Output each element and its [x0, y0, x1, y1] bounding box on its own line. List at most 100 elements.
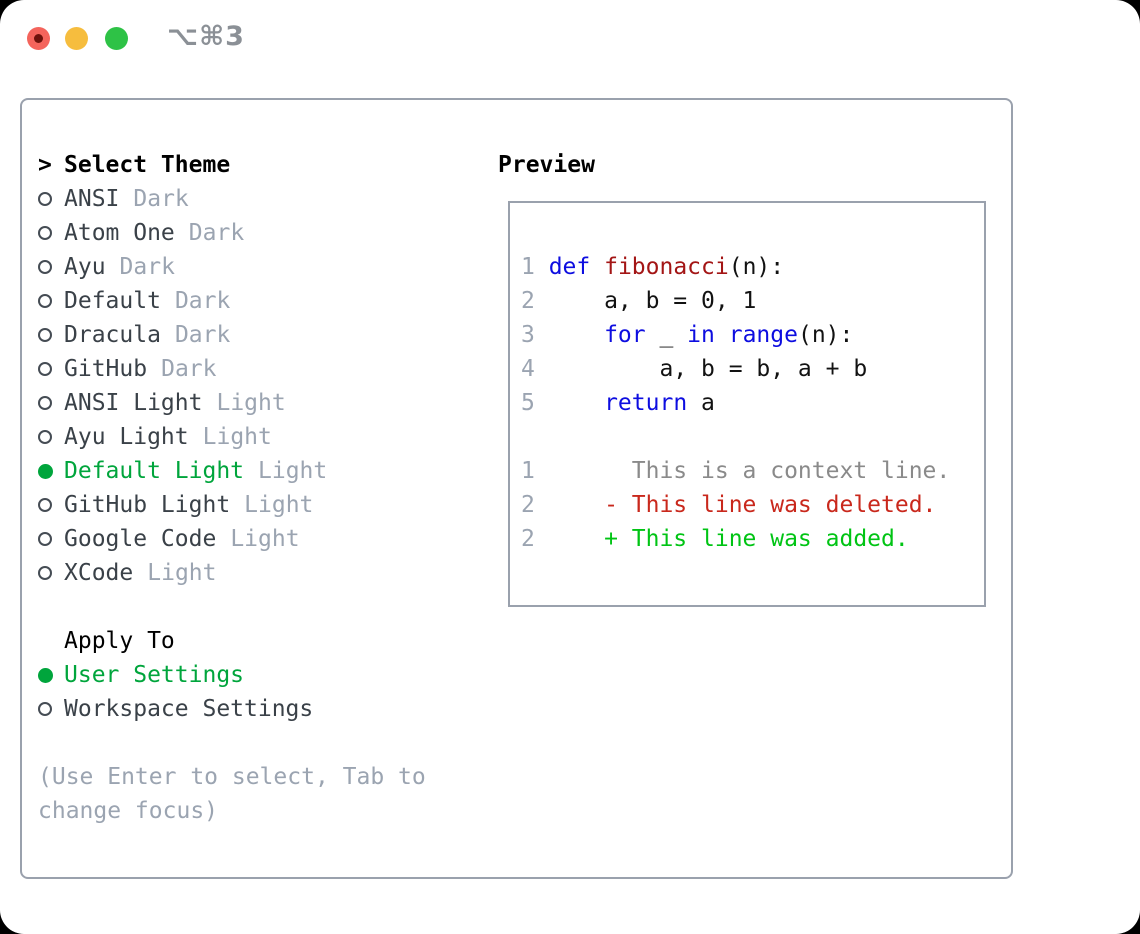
- code-token-kw: def: [548, 254, 591, 280]
- radio-unselected-icon: [38, 532, 52, 546]
- radio-icon: [38, 702, 64, 716]
- line-number: 5: [521, 390, 535, 416]
- theme-name: Google Code: [64, 526, 217, 552]
- radio-icon: [38, 463, 64, 479]
- theme-name: GitHub Light: [64, 492, 231, 518]
- hint-line-2: change focus): [38, 798, 219, 824]
- code-token: [549, 322, 604, 348]
- radio-unselected-icon: [38, 192, 52, 206]
- theme-variant-label: Dark: [174, 288, 231, 314]
- preview-code-line: 2 - This line was deleted.: [521, 488, 984, 522]
- apply-to-title: Apply To: [64, 628, 175, 654]
- theme-variant-label: Dark: [188, 220, 245, 246]
- code-token-kw: for: [604, 322, 646, 348]
- theme-option-atom-one-dark[interactable]: Atom One Dark: [38, 216, 488, 250]
- line-number: 1: [521, 458, 535, 484]
- radio-selected-icon: [38, 667, 53, 683]
- preview-code-line: 4 a, b = b, a + b: [521, 352, 984, 386]
- code-token: [549, 390, 604, 416]
- theme-name: GitHub: [64, 356, 148, 382]
- code-token: _: [645, 322, 688, 348]
- radio-icon: [38, 226, 64, 240]
- minimize-button[interactable]: [65, 27, 88, 50]
- theme-name: Ayu: [64, 254, 106, 280]
- radio-icon: [38, 396, 64, 410]
- radio-unselected-icon: [38, 260, 52, 274]
- theme-variant-label: Light: [202, 424, 272, 450]
- code-token-kw: return: [604, 390, 688, 416]
- line-number: 2: [521, 288, 535, 314]
- radio-unselected-icon: [38, 566, 52, 580]
- radio-icon: [38, 362, 64, 376]
- maximize-button[interactable]: [105, 27, 128, 50]
- code-token-fn: fibonacci: [604, 254, 729, 280]
- line-number: 3: [521, 322, 535, 348]
- close-button[interactable]: [27, 27, 50, 50]
- code-token: [590, 254, 604, 280]
- theme-name: Atom One: [64, 220, 175, 246]
- theme-variant-label: Dark: [161, 356, 217, 382]
- preview-code-line: 2 + This line was added.: [521, 522, 984, 556]
- radio-unselected-icon: [38, 226, 52, 240]
- radio-unselected-icon: [38, 498, 52, 512]
- radio-unselected-icon: [38, 430, 52, 444]
- apply-option-label: Workspace Settings: [64, 696, 314, 722]
- code-token-kw: range: [728, 322, 798, 348]
- preview-title: Preview: [498, 152, 595, 178]
- preview-code-line: 5 return a: [521, 386, 984, 420]
- code-token: [715, 322, 729, 348]
- radio-icon: [38, 294, 64, 308]
- radio-selected-icon: [38, 463, 53, 479]
- radio-icon: [38, 192, 64, 206]
- radio-icon: [38, 260, 64, 274]
- preview-code-line: 2 a, b = 0, 1: [521, 284, 984, 318]
- theme-name: Dracula: [64, 322, 161, 348]
- theme-option-github-dark[interactable]: GitHub Dark: [38, 352, 488, 386]
- window-titlebar: ⌥⌘3: [0, 0, 1140, 76]
- unsaved-changes-dot-icon: [34, 34, 43, 43]
- code-token-kw: in: [687, 322, 715, 348]
- theme-name: Default: [64, 288, 161, 314]
- apply-option-label: User Settings: [64, 662, 245, 688]
- line-number: 2: [521, 526, 535, 552]
- radio-icon: [38, 430, 64, 444]
- theme-name: ANSI: [64, 186, 120, 212]
- theme-name: Ayu Light: [64, 424, 189, 450]
- code-token-add: + This line was added.: [548, 526, 909, 552]
- radio-unselected-icon: [38, 294, 52, 308]
- apply-option-user-settings[interactable]: User Settings: [38, 658, 488, 692]
- radio-unselected-icon: [38, 328, 52, 342]
- radio-icon: [38, 667, 64, 683]
- theme-variant-label: Dark: [133, 186, 189, 212]
- radio-icon: [38, 328, 64, 342]
- code-token: a: [687, 390, 715, 416]
- apply-option-workspace-settings[interactable]: Workspace Settings: [38, 692, 488, 726]
- theme-option-ayu-light-light[interactable]: Ayu Light Light: [38, 420, 488, 454]
- theme-option-ansi-dark[interactable]: ANSI Dark: [38, 182, 488, 216]
- theme-name: XCode: [64, 560, 134, 586]
- theme-variant-label: Light: [258, 458, 328, 484]
- theme-variant-label: Dark: [174, 322, 231, 348]
- theme-variant-label: Light: [147, 560, 217, 586]
- code-token-del: - This line was deleted.: [548, 492, 937, 518]
- radio-icon: [38, 498, 64, 512]
- theme-option-xcode-light[interactable]: XCode Light: [38, 556, 488, 590]
- select-theme-title: Select Theme: [64, 152, 231, 178]
- code-token: a, b = 0, 1: [548, 288, 757, 314]
- theme-option-dracula-dark[interactable]: Dracula Dark: [38, 318, 488, 352]
- radio-icon: [38, 566, 64, 580]
- theme-option-default-dark[interactable]: Default Dark: [38, 284, 488, 318]
- hint-line-1: (Use Enter to select, Tab to: [38, 764, 426, 790]
- preview-code-line: [521, 420, 984, 454]
- theme-name: ANSI Light: [64, 390, 203, 416]
